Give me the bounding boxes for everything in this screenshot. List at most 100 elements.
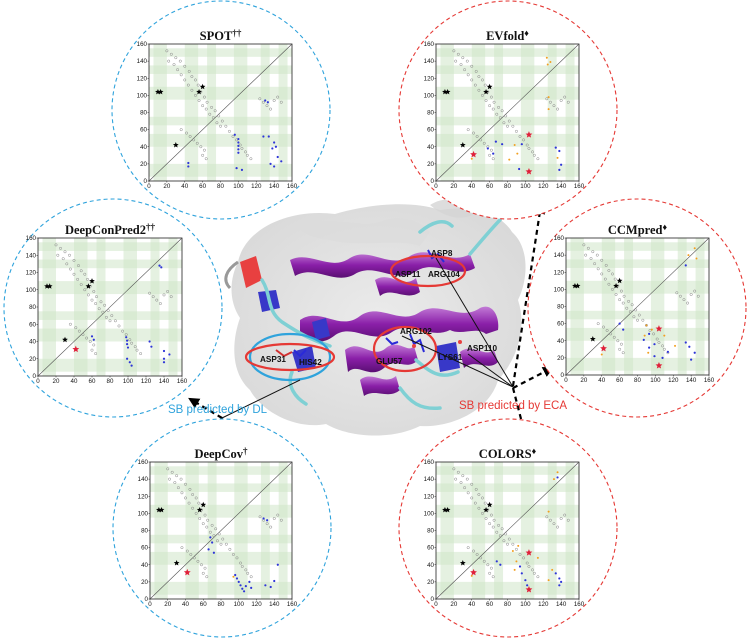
native-contact-point	[532, 571, 536, 575]
background-band-h	[436, 581, 579, 595]
segment-blue-4	[312, 318, 330, 340]
native-contact-point	[106, 309, 110, 312]
background-band-h	[38, 281, 182, 295]
predicted-contact-point	[128, 361, 131, 364]
native-contact-point	[525, 143, 529, 147]
native-contact-point	[675, 291, 679, 295]
predicted-contact-point	[241, 587, 244, 590]
predicted-contact-point	[242, 590, 246, 593]
native-contact-point	[175, 474, 179, 478]
native-contact-point	[206, 518, 210, 522]
predicted-contact-point-orange	[643, 334, 646, 337]
native-contact-point	[124, 333, 128, 337]
predicted-contact-point	[273, 165, 276, 168]
helix-2	[300, 306, 499, 342]
native-contact-point	[83, 272, 87, 276]
predicted-contact-point	[520, 572, 523, 575]
diagonal-line	[435, 43, 580, 182]
predicted-sb-star	[72, 345, 80, 353]
native-contact-point	[217, 532, 221, 536]
predicted-contact-point	[264, 584, 267, 587]
native-contact-point	[527, 565, 531, 568]
native-contact-point	[79, 269, 83, 273]
background-band-v	[471, 462, 486, 599]
y-tick-label: 120	[26, 270, 37, 277]
native-contact-point	[245, 153, 249, 157]
background-band-v	[153, 44, 167, 181]
native-contact-point	[205, 100, 209, 104]
y-tick-label: 100	[137, 92, 148, 99]
native-contact-point	[481, 78, 484, 82]
predicted-contact-point	[168, 353, 171, 356]
y-tick-label: 160	[138, 459, 149, 466]
native-contact-point	[483, 83, 487, 87]
native-contact-point	[77, 264, 80, 268]
x-tick-label: 140	[686, 377, 697, 384]
background-band-h	[436, 483, 579, 492]
native-sb-star	[158, 506, 165, 513]
native-contact-point	[169, 52, 173, 56]
helix-4	[460, 348, 498, 368]
native-contact-point	[548, 100, 552, 104]
native-contact-point	[272, 99, 276, 102]
predicted-contact-point	[148, 340, 151, 343]
predicted-contact-point	[524, 579, 527, 582]
x-tick-label: 100	[520, 183, 531, 190]
native-contact-point	[79, 283, 83, 287]
native-contact-point	[113, 319, 117, 323]
native-contact-point	[85, 336, 89, 340]
background-band-v	[677, 238, 687, 375]
native-contact-point	[489, 513, 493, 517]
y-tick-label: 80	[29, 304, 36, 311]
native-sb-star	[200, 501, 207, 508]
native-contact-point	[186, 83, 190, 87]
background-band-h	[150, 466, 292, 475]
panel-evfold: EVfold♦002020404060608080100100120120140…	[398, 0, 618, 220]
background-band-h	[436, 86, 579, 100]
background-band-h	[150, 504, 292, 518]
x-tick-label: 120	[668, 377, 679, 384]
predicted-sb-star	[525, 585, 533, 593]
native-contact-point	[491, 525, 495, 529]
native-contact-point	[613, 277, 617, 281]
x-tick-label: 60	[200, 601, 207, 608]
y-tick-label: 100	[424, 92, 435, 99]
predicted-sb-star	[655, 325, 663, 332]
native-contact-point	[68, 322, 72, 326]
y-tick-label: 140	[554, 252, 565, 259]
predicted-contact-point	[271, 147, 274, 150]
native-contact-point	[212, 534, 216, 538]
predicted-contact-point	[237, 148, 240, 151]
predicted-contact-point	[237, 580, 240, 583]
native-contact-point	[595, 253, 599, 257]
panel-title-mark: ♦	[532, 446, 537, 456]
native-contact-point	[205, 525, 209, 529]
predicted-contact-point	[492, 152, 495, 155]
native-contact-point	[644, 323, 648, 327]
native-contact-point	[454, 59, 458, 63]
native-contact-point	[191, 493, 195, 496]
y-tick-label: 80	[427, 528, 434, 535]
predicted-contact-point	[212, 551, 215, 554]
predicted-contact-point	[237, 144, 240, 147]
panel-title-mark: ♦	[663, 222, 668, 232]
native-contact-point	[217, 114, 221, 118]
native-sb-star	[574, 282, 581, 289]
native-contact-point	[602, 325, 605, 329]
native-contact-point	[99, 300, 103, 304]
predicted-contact-point	[207, 548, 210, 551]
native-contact-point	[180, 491, 184, 495]
native-contact-point	[634, 308, 638, 312]
y-tick-label: 80	[141, 528, 148, 535]
predicted-sb-star	[655, 361, 663, 369]
native-contact-point	[63, 250, 67, 254]
native-contact-point	[168, 477, 171, 481]
diagonal-line	[565, 237, 710, 376]
background-band-h	[38, 328, 182, 342]
predicted-contact-point	[653, 343, 656, 346]
y-tick-label: 40	[141, 562, 148, 569]
native-contact-point	[556, 107, 559, 111]
background-band-v	[260, 44, 270, 181]
native-contact-point	[195, 141, 199, 145]
